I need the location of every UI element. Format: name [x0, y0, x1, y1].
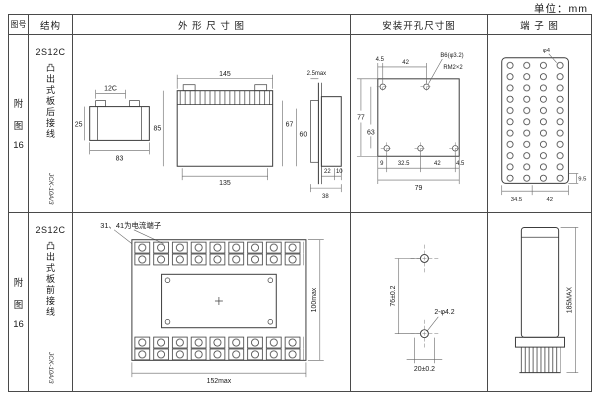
- outline-drawing-front: 31、41为电流端子: [100, 220, 324, 385]
- drill-dimensions: 76±0.2 2-φ4.2 20±0.2: [390, 258, 455, 373]
- dim-9: 9: [380, 161, 384, 167]
- dim-67: 67: [286, 121, 294, 128]
- dim-20: 20±0.2: [414, 366, 435, 373]
- outline-drawing-rear-cell: 12C 25 83: [73, 35, 351, 213]
- front-wiring-dimensions: 152max 100max: [131, 239, 324, 385]
- dim-4-5-top: 4.5: [376, 57, 385, 63]
- structure-model: 2S12C: [35, 47, 66, 57]
- fig-char: 附: [13, 277, 24, 289]
- terminal-block: [501, 57, 569, 184]
- cutout-outline: [377, 78, 460, 157]
- dim-width-83: 83: [116, 155, 124, 162]
- dim-38: 38: [322, 194, 329, 200]
- relay-top-view: [89, 100, 150, 141]
- dim-42-terminal: 42: [547, 197, 554, 203]
- spec-table: 图号 结构 外 形 尺 寸 图 安装开孔尺寸图 端 子 图 附 图 16 2S1…: [8, 14, 592, 392]
- dim-145: 145: [219, 71, 231, 78]
- dim-60: 60: [300, 131, 308, 138]
- drill-holes: [410, 244, 439, 348]
- dim-10: 10: [336, 169, 343, 175]
- hole-diameter-label: 2-φ4.2: [434, 309, 454, 316]
- header-outline: 外 形 尺 寸 图: [73, 15, 351, 35]
- structure-desc: 凸出式板前接线: [45, 241, 55, 318]
- hole-spec-label: B6(φ3.2): [440, 53, 463, 59]
- fig-char: 图: [13, 121, 24, 132]
- terminal-dimensions: φ4 34.5 42 9.5: [501, 48, 587, 203]
- mounting-hole-drawing: 4.5 42 B6(φ3.2) RM2×2 77 63: [356, 53, 465, 192]
- mounting-dimensions: 4.5 42 B6(φ3.2) RM2×2 77 63: [356, 53, 465, 192]
- header-fig-no: 图号: [9, 15, 29, 35]
- mounting-holes: [376, 80, 462, 155]
- dim-9-5: 9.5: [578, 176, 587, 182]
- dim-42-bottom: 42: [434, 161, 441, 167]
- terminal-diagram-rear: φ4 34.5 42 9.5: [501, 48, 587, 203]
- dim-32-5: 32.5: [398, 161, 410, 167]
- fig-no-row2: 附 图 16: [9, 213, 29, 391]
- dim-22: 22: [324, 169, 331, 175]
- relay-side-body: [514, 226, 566, 374]
- mounting-hole-drawing-front: 76±0.2 2-φ4.2 20±0.2: [390, 244, 455, 373]
- dim-2-5max: 2.5max: [307, 71, 327, 77]
- structure-row2: 2S12C 凸出式板前接线 JCK-10A/3: [29, 213, 73, 391]
- dim-152max: 152max: [207, 378, 232, 385]
- fig-char: 图: [13, 299, 24, 311]
- header-structure: 结构: [29, 15, 73, 35]
- dim-34-5: 34.5: [511, 197, 523, 203]
- side-profile-dimensions: 2.5max 22 10 38: [307, 71, 344, 200]
- dim-79: 79: [415, 185, 423, 192]
- dim-phi4: φ4: [543, 48, 551, 54]
- dim-4-5-bottom: 4.5: [456, 161, 465, 167]
- fig-char: 16: [13, 318, 24, 330]
- dim-77: 77: [357, 115, 365, 122]
- structure-desc: 凸出式板后接线: [45, 63, 55, 140]
- dim-top-width: 12C: [104, 86, 117, 93]
- mounting-drawing-rear-cell: 4.5 42 B6(φ3.2) RM2×2 77 63: [351, 35, 488, 213]
- header-terminal: 端 子 图: [488, 15, 591, 35]
- current-terminal-note: 31、41为电流端子: [100, 220, 164, 244]
- terminal-diagram-front: 185MAX: [514, 226, 579, 374]
- terminal-drawing-front-cell: 185MAX: [488, 213, 591, 391]
- relay-front-view: [176, 84, 274, 167]
- front-view-dimensions: 145 135 85 67 60: [154, 71, 308, 187]
- front-wiring-view: [131, 239, 307, 361]
- top-view-dimensions: 12C 25 83: [75, 86, 150, 162]
- dim-185max: 185MAX: [566, 286, 573, 313]
- structure-code: JCK-10A/3: [47, 351, 54, 383]
- fig-char: 附: [13, 99, 24, 110]
- height-dimension: 185MAX: [560, 227, 579, 373]
- structure-model: 2S12C: [35, 225, 66, 235]
- dim-76: 76±0.2: [390, 285, 397, 306]
- structure-code: JCK-10A/3: [47, 172, 54, 204]
- dim-100max: 100max: [311, 287, 318, 312]
- outline-drawing-rear: 12C 25 83: [75, 71, 344, 200]
- header-mounting: 安装开孔尺寸图: [351, 15, 488, 35]
- terminal-drawing-rear-cell: φ4 34.5 42 9.5: [488, 35, 591, 213]
- fig-char: 16: [13, 140, 24, 151]
- fig-no-row1: 附 图 16: [9, 35, 29, 213]
- dim-63: 63: [367, 129, 375, 136]
- structure-row1: 2S12C 凸出式板后接线 JCK-10A/3: [29, 35, 73, 213]
- dim-42-top: 42: [402, 60, 409, 66]
- mounting-drawing-front-cell: 76±0.2 2-φ4.2 20±0.2: [351, 213, 488, 391]
- outline-drawing-front-cell: 31、41为电流端子: [73, 213, 351, 391]
- dim-85: 85: [154, 125, 162, 132]
- relay-side-profile: [310, 82, 342, 185]
- dim-135: 135: [219, 180, 231, 187]
- dim-depth: 25: [75, 121, 83, 128]
- note-text: 31、41为电流端子: [100, 220, 162, 230]
- thread-spec-label: RM2×2: [443, 65, 462, 71]
- unit-label: 单位：mm: [534, 3, 588, 15]
